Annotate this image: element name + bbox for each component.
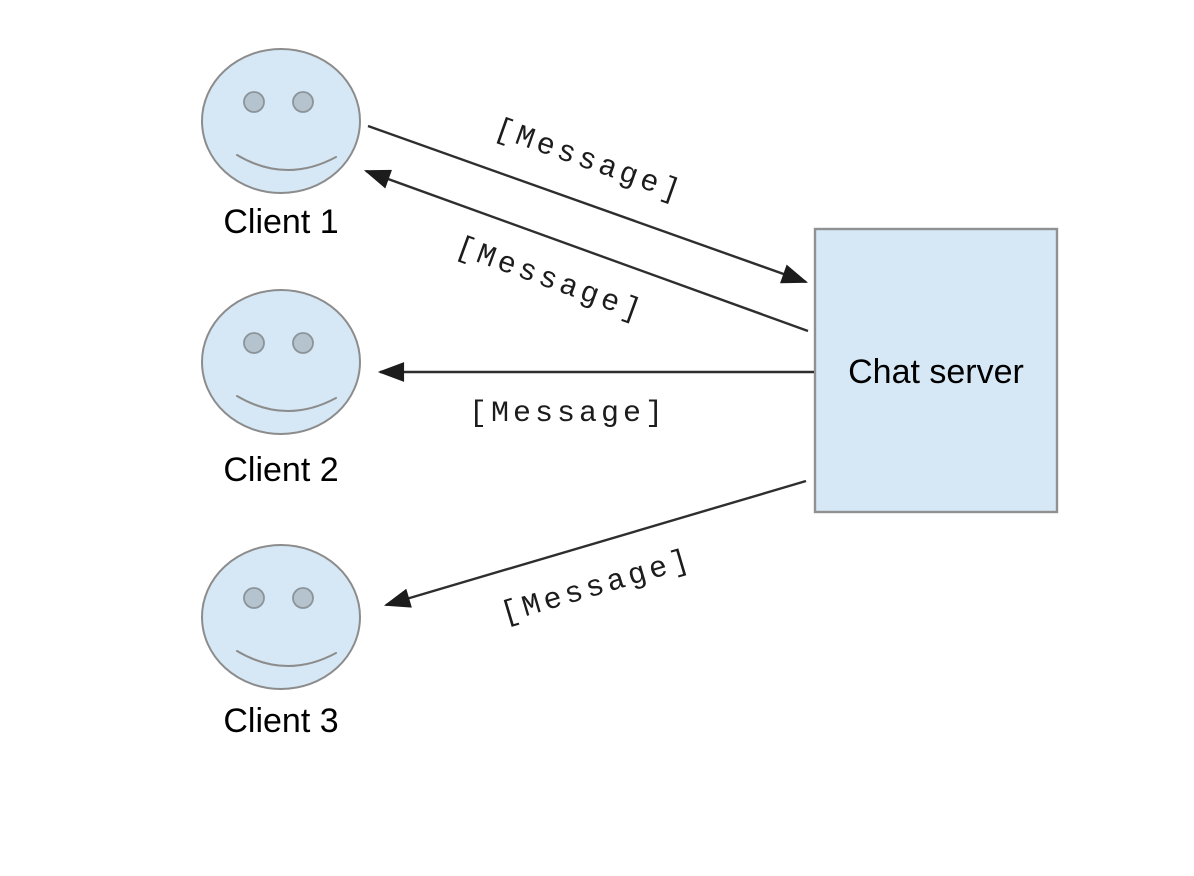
client3-label: Client 3: [223, 702, 338, 740]
arrow-server-to-client3: [383, 479, 807, 608]
client1-node: Client 1: [201, 48, 361, 241]
client2-label: Client 2: [223, 451, 338, 489]
client2-left-eye-icon: [243, 332, 265, 354]
message-label-server-to-client3: [Message]: [497, 543, 697, 632]
chat-server-box: [813, 227, 1059, 514]
message-label-client1-to-server: [Message]: [490, 113, 688, 211]
client1-smiley-face-icon: [201, 48, 361, 194]
message-label-server-to-client2: [Message]: [469, 397, 667, 431]
chat-server-node: Chat server: [813, 227, 1059, 514]
message-label-server-to-client1: [Message]: [451, 231, 649, 331]
arrow-client1-to-server: [367, 124, 809, 284]
client1-right-eye-icon: [292, 91, 314, 113]
client3-smiley-face-icon: [201, 544, 361, 690]
client2-right-eye-icon: [292, 332, 314, 354]
client3-left-eye-icon: [243, 587, 265, 609]
client2-smiley-face-icon: [201, 289, 361, 435]
client3-node: Client 3: [201, 544, 361, 740]
client3-right-eye-icon: [292, 587, 314, 609]
client1-label: Client 1: [223, 203, 338, 241]
chat-server-label: Chat server: [848, 353, 1024, 391]
arrow-server-to-client1: [363, 169, 809, 333]
client1-smile-icon: [236, 154, 337, 171]
client3-smile-icon: [236, 650, 337, 667]
client2-node: Client 2: [201, 289, 361, 489]
client2-smile-icon: [236, 395, 337, 412]
client1-left-eye-icon: [243, 91, 265, 113]
